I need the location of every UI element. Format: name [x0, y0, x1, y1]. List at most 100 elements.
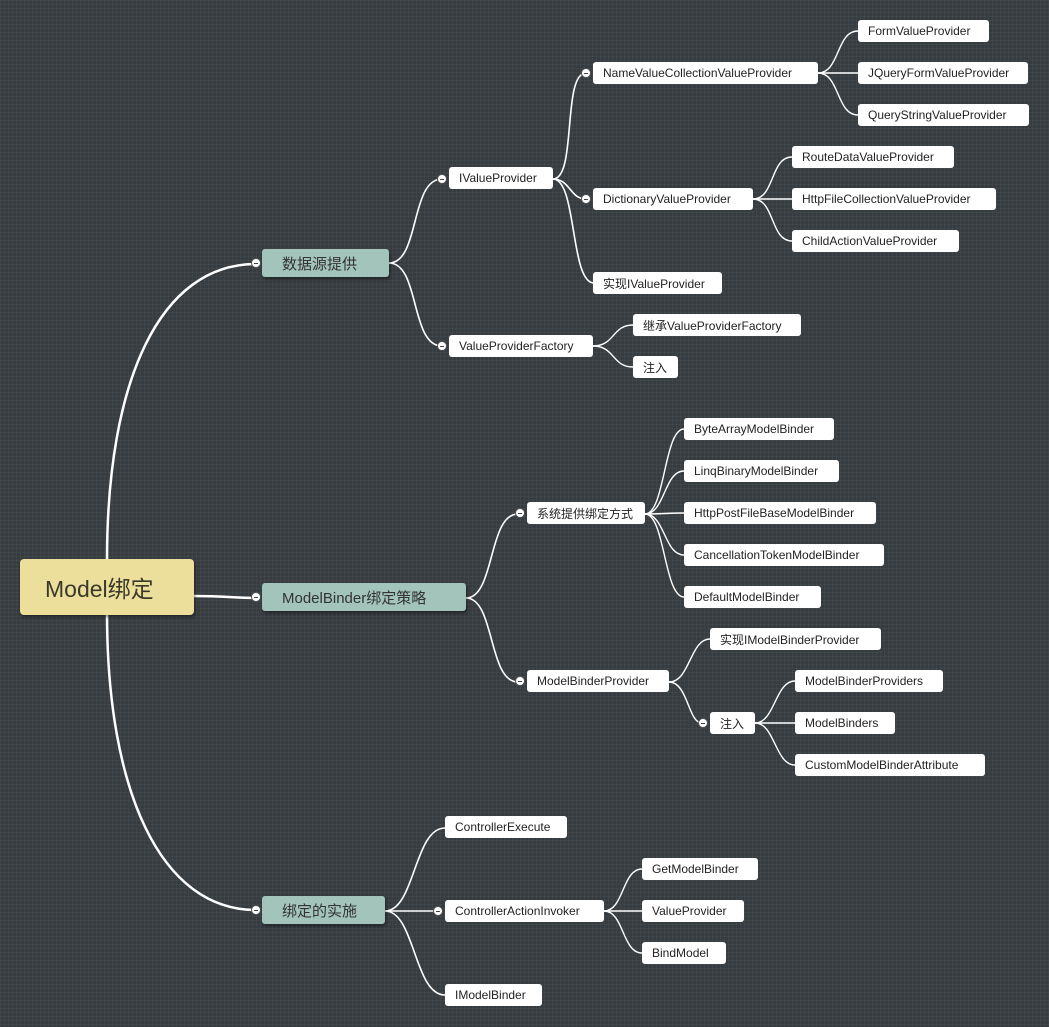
node-label: GetModelBinder — [652, 862, 739, 876]
node-cancellationtokenmodelbinder[interactable]: CancellationTokenModelBinder — [684, 544, 884, 566]
node-querystringvalueprovider[interactable]: QueryStringValueProvider — [858, 104, 1029, 126]
connector — [644, 470, 685, 515]
topic-binding-implementation[interactable]: 绑定的实施 — [262, 896, 385, 924]
root-topic-model-binding[interactable]: Model绑定 — [20, 559, 194, 615]
node-label: ModelBinderProvider — [537, 674, 650, 688]
topic-label: 数据源提供 — [282, 255, 358, 273]
node-label: ChildActionValueProvider — [802, 234, 938, 248]
connector — [644, 512, 685, 515]
node-label: 注入 — [643, 360, 668, 375]
node-label: QueryStringValueProvider — [868, 108, 1007, 122]
node-label: BindModel — [652, 946, 709, 960]
node-childactionvalueprovider[interactable]: ChildActionValueProvider — [792, 230, 959, 252]
node-label: NameValueCollectionValueProvider — [603, 66, 792, 80]
connector — [754, 722, 796, 766]
node-modelbinderprovider[interactable]: ModelBinderProvider — [527, 670, 669, 692]
connector — [105, 611, 258, 912]
node-formvalueprovider[interactable]: FormValueProvider — [858, 20, 989, 42]
collapse-toggle-namevaluecollection[interactable] — [581, 68, 591, 78]
node-valueproviderfactory[interactable]: ValueProviderFactory — [449, 335, 593, 357]
connector — [603, 910, 643, 954]
collapse-toggle-valueproviderfactory[interactable] — [437, 341, 447, 351]
collapse-toggle-dictionary[interactable] — [581, 194, 591, 204]
connector — [384, 910, 446, 996]
node-modelbinderproviders[interactable]: ModelBinderProviders — [795, 670, 943, 692]
collapse-toggle-binder-strategy[interactable] — [251, 592, 261, 602]
node-bindmodel[interactable]: BindModel — [642, 942, 726, 964]
connector — [752, 198, 793, 242]
connector — [592, 345, 634, 368]
node-linqbinarymodelbinder[interactable]: LinqBinaryModelBinder — [684, 460, 839, 482]
node-inject-factory[interactable]: 注入 — [633, 356, 678, 378]
topic-label: 绑定的实施 — [282, 902, 358, 920]
node-httpfilecollectionvalueprovider[interactable]: HttpFileCollectionValueProvider — [792, 188, 996, 210]
connector — [603, 868, 643, 912]
node-label: ControllerActionInvoker — [455, 904, 580, 918]
connector — [817, 30, 859, 74]
collapse-toggle-data-source[interactable] — [251, 258, 261, 268]
node-label: ValueProvider — [652, 904, 727, 918]
node-implement-ivalueprovider[interactable]: 实现IValueProvider — [593, 272, 722, 294]
node-ivalueprovider[interactable]: IValueProvider — [449, 167, 553, 189]
node-label: DictionaryValueProvider — [603, 192, 731, 206]
node-custommodelbinderattribute[interactable]: CustomModelBinderAttribute — [795, 754, 985, 776]
connector — [105, 262, 258, 562]
topic-modelbinder-strategy[interactable]: ModelBinder绑定策略 — [262, 583, 466, 611]
node-label: LinqBinaryModelBinder — [694, 464, 819, 478]
node-valueprovider[interactable]: ValueProvider — [642, 900, 744, 922]
collapse-toggle-modelbinderprovider[interactable] — [515, 676, 525, 686]
node-label: 注入 — [720, 716, 745, 731]
connector — [388, 178, 443, 264]
connector — [388, 262, 443, 347]
topic-data-source[interactable]: 数据源提供 — [262, 249, 389, 277]
node-system-binding-methods[interactable]: 系统提供绑定方式 — [527, 502, 645, 524]
node-modelbinders[interactable]: ModelBinders — [795, 712, 895, 734]
node-label: IValueProvider — [459, 171, 537, 185]
node-label: ModelBinders — [805, 716, 879, 730]
collapse-toggle-system-binding[interactable] — [515, 508, 525, 518]
collapse-toggle-ivalueprovider[interactable] — [437, 174, 447, 184]
connector — [752, 156, 793, 200]
root-topic-label: Model绑定 — [45, 576, 154, 602]
connector — [191, 594, 258, 600]
node-label: 实现IValueProvider — [603, 276, 705, 291]
node-inject-provider[interactable]: 注入 — [710, 712, 755, 734]
connector — [668, 638, 711, 683]
node-httppostfilebasemodelbinder[interactable]: HttpPostFileBaseModelBinder — [684, 502, 876, 524]
node-dictionaryvalueprovider[interactable]: DictionaryValueProvider — [593, 188, 753, 210]
connector — [384, 827, 446, 912]
node-jqueryformvalueprovider[interactable]: JQueryFormValueProvider — [858, 62, 1028, 84]
node-getmodelbinder[interactable]: GetModelBinder — [642, 858, 758, 880]
node-label: 继承ValueProviderFactory — [643, 318, 782, 333]
connector — [754, 680, 796, 724]
node-controlleractioninvoker[interactable]: ControllerActionInvoker — [445, 900, 604, 922]
node-label: ValueProviderFactory — [459, 339, 574, 353]
node-defaultmodelbinder[interactable]: DefaultModelBinder — [684, 586, 821, 608]
node-implement-imodelbinderprovider[interactable]: 实现IModelBinderProvider — [710, 628, 881, 650]
topic-label: ModelBinder绑定策略 — [282, 589, 427, 607]
node-label: DefaultModelBinder — [694, 590, 800, 604]
node-label: 系统提供绑定方式 — [537, 506, 634, 521]
node-label: FormValueProvider — [868, 24, 971, 38]
collapse-toggle-implementation[interactable] — [251, 905, 261, 915]
node-label: IModelBinder — [455, 988, 526, 1002]
node-label: RouteDataValueProvider — [802, 150, 934, 164]
connector — [465, 597, 519, 683]
node-label: ControllerExecute — [455, 820, 551, 834]
node-label: ByteArrayModelBinder — [694, 422, 815, 436]
connector — [817, 72, 859, 116]
node-controllerexecute[interactable]: ControllerExecute — [445, 816, 567, 838]
node-routedatavalueprovider[interactable]: RouteDataValueProvider — [792, 146, 954, 168]
node-inherit-valueproviderfactory[interactable]: 继承ValueProviderFactory — [633, 314, 801, 336]
node-imodelbinder[interactable]: IModelBinder — [445, 984, 542, 1006]
node-label: HttpPostFileBaseModelBinder — [694, 506, 855, 520]
collapse-toggle-controlleractioninvoker[interactable] — [433, 906, 443, 916]
collapse-toggle-inject-provider[interactable] — [698, 718, 708, 728]
node-label: JQueryFormValueProvider — [868, 66, 1010, 80]
node-label: CancellationTokenModelBinder — [694, 548, 860, 562]
node-label: ModelBinderProviders — [805, 674, 924, 688]
node-bytearraymodelbinder[interactable]: ByteArrayModelBinder — [684, 418, 834, 440]
node-namevaluecollectionvalueprovider[interactable]: NameValueCollectionValueProvider — [593, 62, 818, 84]
connector — [465, 513, 519, 599]
